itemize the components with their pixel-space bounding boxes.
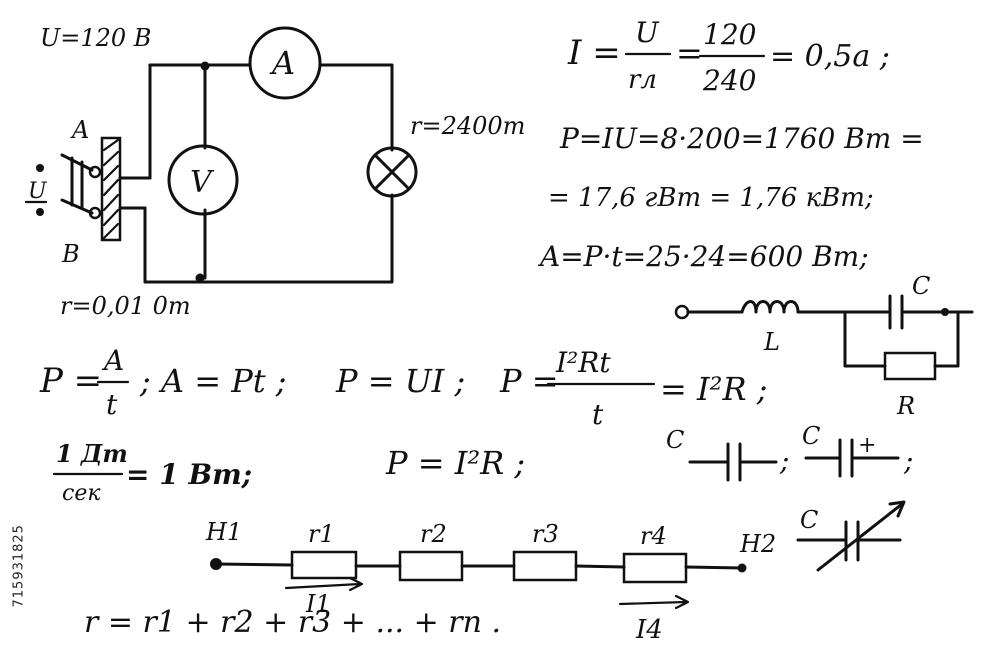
voltmeter-label: V xyxy=(190,165,215,200)
r3-label: r3 xyxy=(532,520,559,548)
current-i4-arrow xyxy=(618,594,690,610)
ohm-numerator-value: 120 xyxy=(703,18,756,51)
r4-label: r4 xyxy=(640,522,667,550)
unit-result: = 1 Bm; xyxy=(126,458,252,491)
power-formulas-row: P = A t ; A = Pt ; P = UI ; P = I²Rt t =… xyxy=(39,344,768,431)
p-lhs: P = xyxy=(39,361,102,401)
separator-2: ; xyxy=(903,444,913,477)
power-line-1: P=IU=8·200=1760 Bm = xyxy=(559,122,924,155)
lamp-resistance-label: r=2400m xyxy=(410,112,525,140)
watermark-text: 715931825 xyxy=(11,524,27,608)
resistor-r2-icon xyxy=(398,550,464,582)
ohm-denominator: rл xyxy=(628,65,657,95)
series-resistor-chain: H1 H2 r1 r2 r3 r4 I1 I4 r = r1 + r2 + r3… xyxy=(84,518,776,645)
lcr-circuit: L C R xyxy=(674,272,974,420)
p-i2r-lhs: P = xyxy=(499,362,559,400)
node-a-label: A xyxy=(70,116,89,144)
capacitor-symbols: C ; C + ; C xyxy=(666,422,913,572)
ohm-denominator-value: 240 xyxy=(702,64,756,97)
capacitor-c2-label: C xyxy=(666,426,684,454)
lamp-icon xyxy=(366,146,418,198)
watermark: 715931825 xyxy=(4,440,27,610)
work-formula: ; A = Pt ; xyxy=(139,362,287,400)
power-line-2: = 17,6 гBm = 1,76 кBm; xyxy=(548,183,874,213)
voltmeter-icon xyxy=(167,144,239,216)
ohm-law-formula: I = U rл = 120 240 = 0,5a ; xyxy=(567,16,890,97)
capacitor-icon xyxy=(888,294,904,330)
p-i2r-result: = I²R ; xyxy=(660,370,768,408)
current-i1-arrow xyxy=(284,576,364,592)
i1-label: I1 xyxy=(305,590,331,618)
line-resistance-label: r=0,01 0m xyxy=(60,292,191,320)
node-b-label: B xyxy=(61,240,80,268)
ohm-result: = 0,5a ; xyxy=(770,39,890,74)
h1-label: H1 xyxy=(205,518,242,546)
inductor-label: L xyxy=(763,328,780,356)
voltage-label: U=120 B xyxy=(40,24,151,52)
ammeter-label: A xyxy=(269,44,295,82)
work-line: A=P·t=25·24=600 Bm; xyxy=(537,240,869,273)
unit-denominator: cек xyxy=(62,481,101,506)
p-i2r-denominator: t xyxy=(592,398,604,431)
variable-capacitor-label: C xyxy=(800,506,818,534)
terminal-board-icon xyxy=(36,136,152,242)
p-i2r-second: P = I²R ; xyxy=(385,444,525,482)
p-numerator: A xyxy=(101,344,124,377)
resistor-icon xyxy=(883,351,937,381)
capacitor-c2-icon xyxy=(688,442,778,482)
ohm-equals: = xyxy=(676,34,703,72)
polar-plus-label: + xyxy=(858,433,876,458)
h2-label: H2 xyxy=(739,530,776,558)
ohm-lhs: I = xyxy=(567,33,621,73)
separator-1: ; xyxy=(779,444,789,477)
r1-label: r1 xyxy=(308,520,335,548)
r2-label: r2 xyxy=(420,520,447,548)
unit-numerator: 1 Дm xyxy=(56,439,128,468)
source-u-label: U xyxy=(28,179,48,204)
i4-label: I4 xyxy=(635,615,663,645)
inductor-icon xyxy=(740,300,800,314)
p-i2r-numerator: I²Rt xyxy=(555,346,611,379)
p-denominator: t xyxy=(106,388,118,421)
unit-formula: 1 Дm cек = 1 Bm; xyxy=(52,439,252,506)
resistor-r3-icon xyxy=(512,550,578,582)
capacitor-c3-label: C xyxy=(802,422,820,450)
measurement-circuit: U=120 B A V r=2400m xyxy=(24,24,525,320)
resistor-r4-icon xyxy=(622,552,688,584)
ammeter-icon xyxy=(248,26,322,100)
resistor-label: R xyxy=(896,392,915,420)
polar-capacitor-icon xyxy=(804,438,900,478)
p-ui-formula: P = UI ; xyxy=(335,362,465,400)
resistor-r1-icon xyxy=(290,550,358,580)
variable-capacitor-icon xyxy=(796,500,906,572)
capacitor-label: C xyxy=(912,272,930,300)
series-resistance-formula: r = r1 + r2 + r3 + ... + rn . xyxy=(84,605,501,640)
ohm-numerator: U xyxy=(635,16,660,49)
